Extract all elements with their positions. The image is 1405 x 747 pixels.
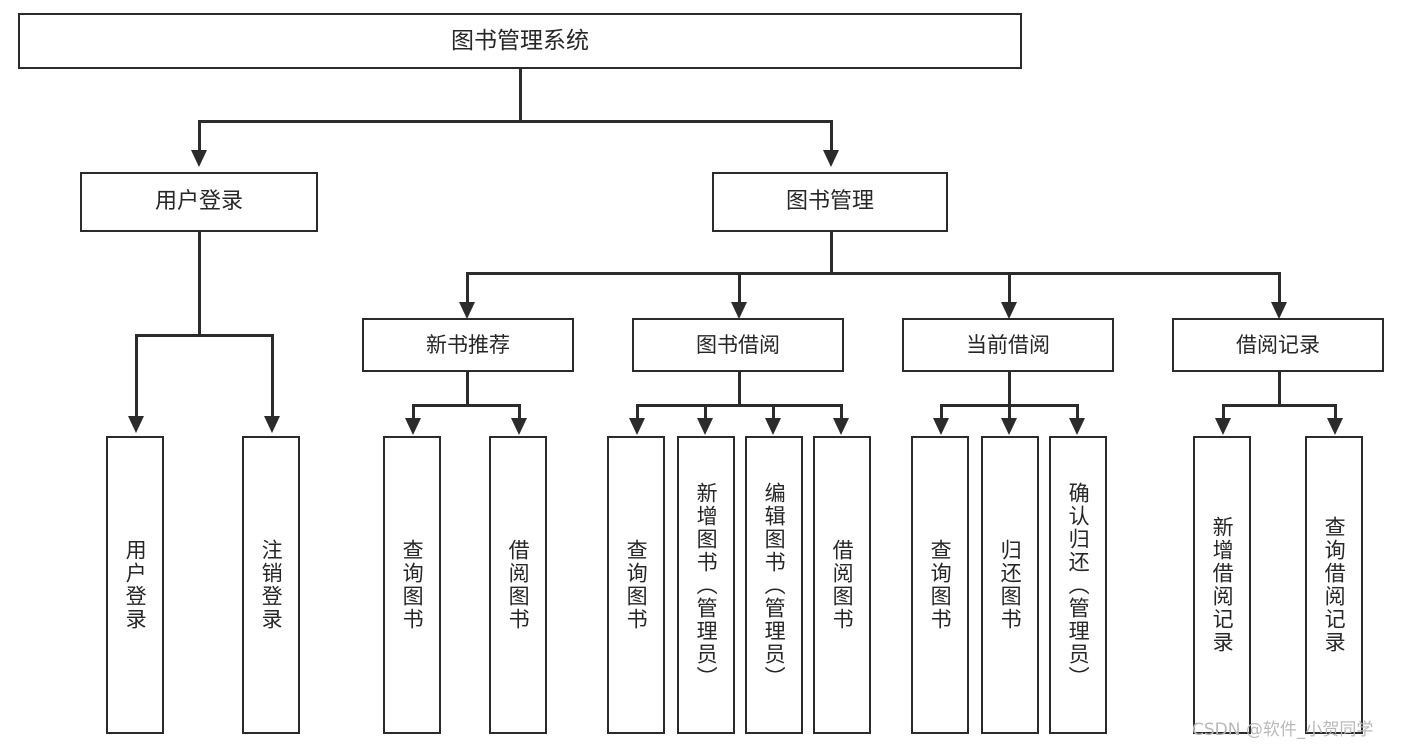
connector-borrow-record-bus bbox=[1222, 404, 1336, 407]
connector-user-login-stem bbox=[198, 232, 201, 335]
connector-drop-bb-add bbox=[704, 404, 707, 420]
arrowhead-book-borrow bbox=[731, 302, 747, 319]
node-root-book-management-system[interactable]: 图书管理系统 bbox=[18, 13, 1022, 69]
node-label: 查询图书 bbox=[400, 539, 425, 631]
connector-drop-cb-return bbox=[1008, 404, 1011, 420]
connector-drop-bb-borrow bbox=[840, 404, 843, 420]
connector-drop-nb-borrow bbox=[518, 404, 521, 420]
leaf-user-login[interactable]: 用户登录 bbox=[106, 436, 164, 734]
arrowhead-nb-query bbox=[405, 418, 421, 435]
arrowhead-br-query bbox=[1327, 418, 1343, 435]
leaf-bb-query-book[interactable]: 查询图书 bbox=[607, 436, 665, 734]
connector-drop-nb-query bbox=[412, 404, 415, 420]
arrowhead-leaf-logout bbox=[264, 416, 280, 433]
node-label: 新增图书（管理员） bbox=[694, 481, 719, 689]
connector-book-borrow-stem bbox=[738, 372, 741, 406]
connector-current-borrow-stem bbox=[1008, 372, 1011, 406]
leaf-nb-query-book[interactable]: 查询图书 bbox=[383, 436, 441, 734]
arrowhead-br-add bbox=[1215, 418, 1231, 435]
connector-level3-bus bbox=[466, 272, 1280, 275]
connector-drop-user-login bbox=[198, 120, 201, 152]
leaf-bb-borrow-book[interactable]: 借阅图书 bbox=[813, 436, 871, 734]
connector-user-login-bus bbox=[135, 334, 273, 337]
leaf-cb-return-book[interactable]: 归还图书 bbox=[981, 436, 1039, 734]
arrowhead-book-management bbox=[823, 150, 839, 167]
arrowhead-bb-add bbox=[697, 418, 713, 435]
node-label: 归还图书 bbox=[998, 539, 1023, 631]
node-label: 图书借阅 bbox=[696, 332, 780, 357]
arrowhead-bb-edit bbox=[765, 418, 781, 435]
node-label: 当前借阅 bbox=[966, 332, 1050, 357]
node-label: 查询图书 bbox=[928, 539, 953, 631]
connector-drop-new-book bbox=[466, 272, 469, 304]
arrowhead-borrow-record bbox=[1271, 302, 1287, 319]
connector-drop-borrow-record bbox=[1278, 272, 1281, 304]
node-label: 图书管理 bbox=[785, 189, 874, 215]
node-label: 借阅记录 bbox=[1236, 332, 1320, 357]
arrowhead-nb-borrow bbox=[511, 418, 527, 435]
node-label: 确认归还（管理员） bbox=[1066, 481, 1091, 689]
arrowhead-leaf-user-login bbox=[128, 416, 144, 433]
node-book-borrow[interactable]: 图书借阅 bbox=[632, 318, 844, 372]
connector-new-book-bus bbox=[412, 404, 520, 407]
arrowhead-cb-confirm bbox=[1069, 418, 1085, 435]
connector-root-stem bbox=[519, 69, 522, 121]
node-current-borrow[interactable]: 当前借阅 bbox=[902, 318, 1114, 372]
node-label: 查询借阅记录 bbox=[1322, 516, 1347, 654]
csdn-watermark: CSDN @软件_小贺同学 bbox=[1192, 720, 1374, 740]
node-label: 新书推荐 bbox=[426, 332, 510, 357]
node-label: 注销登录 bbox=[259, 539, 284, 631]
connector-drop-bb-edit bbox=[772, 404, 775, 420]
node-label: 用户登录 bbox=[123, 539, 148, 631]
connector-drop-bb-query bbox=[636, 404, 639, 420]
leaf-bb-add-book[interactable]: 新增图书（管理员） bbox=[677, 436, 735, 734]
connector-drop-cb-query bbox=[940, 404, 943, 420]
leaf-cb-confirm-return[interactable]: 确认归还（管理员） bbox=[1049, 436, 1107, 734]
connector-drop-book-management bbox=[830, 120, 833, 152]
arrowhead-cb-query bbox=[933, 418, 949, 435]
node-label: 借阅图书 bbox=[506, 539, 531, 631]
connector-drop-current-borrow bbox=[1008, 272, 1011, 304]
connector-drop-br-query bbox=[1334, 404, 1337, 420]
connector-book-management-stem bbox=[830, 232, 833, 274]
leaf-bb-edit-book[interactable]: 编辑图书（管理员） bbox=[745, 436, 803, 734]
leaf-br-add-record[interactable]: 新增借阅记录 bbox=[1193, 436, 1251, 734]
connector-book-borrow-bus bbox=[636, 404, 840, 407]
connector-borrow-record-stem bbox=[1278, 372, 1281, 406]
connector-drop-cb-confirm bbox=[1076, 404, 1079, 420]
arrowhead-cb-return bbox=[1001, 418, 1017, 435]
node-book-management[interactable]: 图书管理 bbox=[712, 172, 948, 232]
connector-drop-leaf-logout bbox=[271, 334, 274, 418]
node-new-book-recommend[interactable]: 新书推荐 bbox=[362, 318, 574, 372]
leaf-cb-query-book[interactable]: 查询图书 bbox=[911, 436, 969, 734]
leaf-br-query-record[interactable]: 查询借阅记录 bbox=[1305, 436, 1363, 734]
node-borrow-record[interactable]: 借阅记录 bbox=[1172, 318, 1384, 372]
arrowhead-bb-borrow bbox=[833, 418, 849, 435]
node-label: 图书管理系统 bbox=[451, 27, 589, 54]
node-label: 借阅图书 bbox=[830, 539, 855, 631]
node-label: 编辑图书（管理员） bbox=[762, 481, 787, 689]
leaf-nb-borrow-book[interactable]: 借阅图书 bbox=[489, 436, 547, 734]
arrowhead-bb-query bbox=[629, 418, 645, 435]
arrowhead-new-book bbox=[459, 302, 475, 319]
arrowhead-current-borrow bbox=[1001, 302, 1017, 319]
node-label: 查询图书 bbox=[624, 539, 649, 631]
node-label: 新增借阅记录 bbox=[1210, 516, 1235, 654]
connector-drop-br-add bbox=[1222, 404, 1225, 420]
connector-level2-bus bbox=[198, 120, 832, 123]
connector-new-book-stem bbox=[466, 372, 469, 406]
connector-drop-leaf-user-login bbox=[135, 334, 138, 418]
connector-drop-book-borrow bbox=[738, 272, 741, 304]
leaf-logout[interactable]: 注销登录 bbox=[242, 436, 300, 734]
node-label: 用户登录 bbox=[154, 189, 243, 215]
node-user-login[interactable]: 用户登录 bbox=[80, 172, 318, 232]
arrowhead-user-login bbox=[191, 150, 207, 167]
